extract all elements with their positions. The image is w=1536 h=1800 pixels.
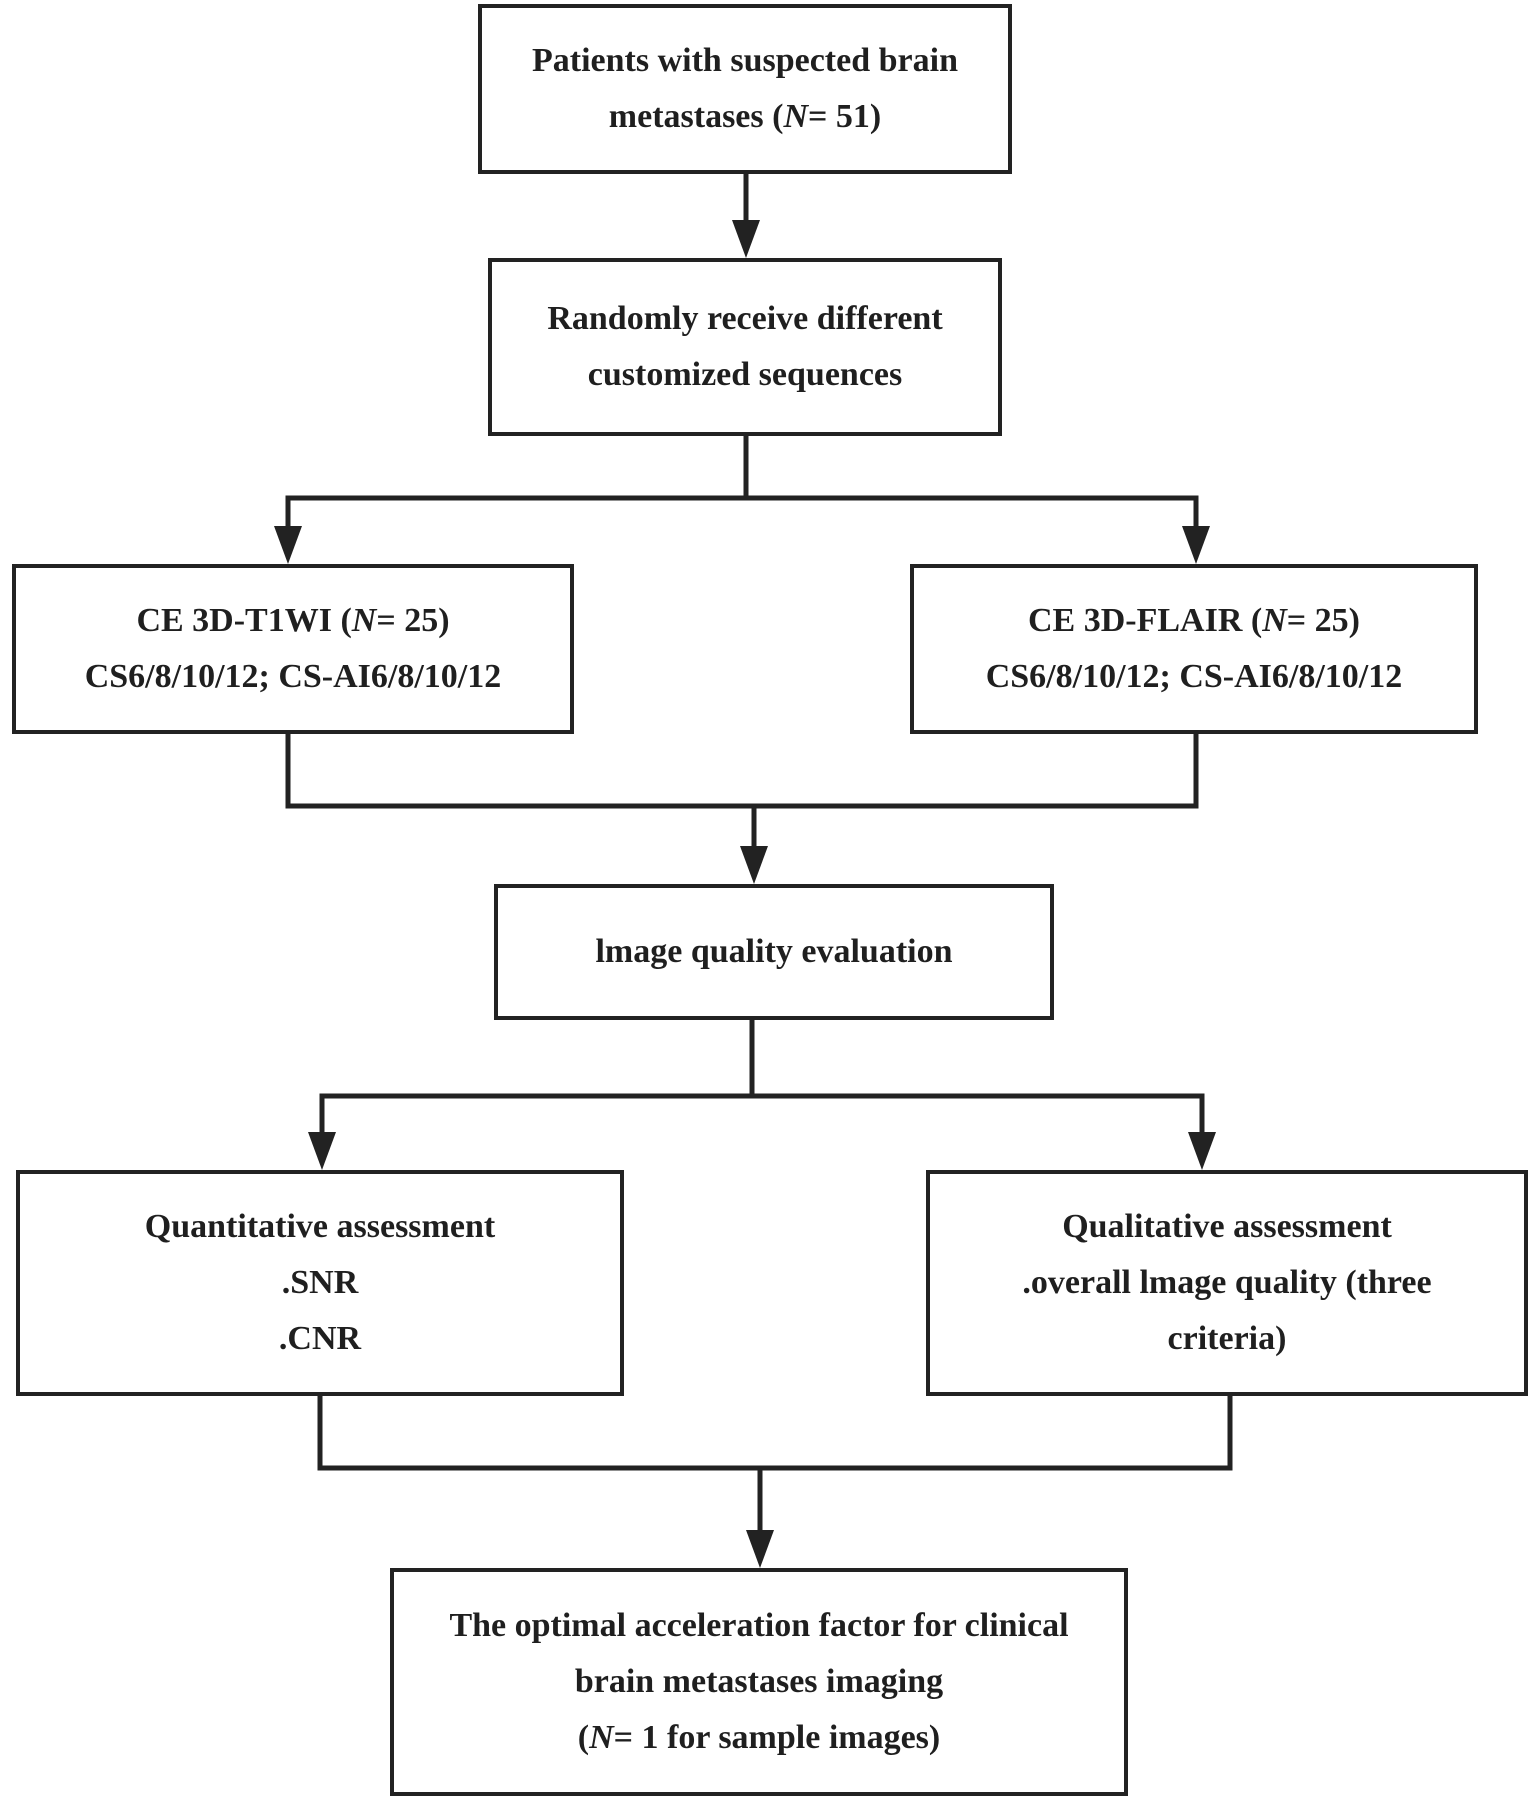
- arrowhead-qual: [1188, 1132, 1216, 1170]
- node-flair-line2: CS6/8/10/12; CS-AI6/8/10/12: [985, 658, 1403, 695]
- text-fragment: = 51): [808, 98, 882, 135]
- node-optimal-acceleration-factor: The optimal acceleration factor for clin…: [390, 1568, 1128, 1796]
- node-flair-line1: CE 3D-FLAIR (N= 25): [1028, 593, 1360, 649]
- text-fragment: = 1 for sample images): [613, 1719, 941, 1756]
- node-optimal-line1: The optimal acceleration factor for clin…: [449, 1607, 1069, 1644]
- edge-split-t1wi-flair: [285, 495, 1199, 532]
- node-qual-line2: .overall lmage quality (three: [1022, 1264, 1432, 1301]
- node-flair: CE 3D-FLAIR (N= 25) CS6/8/10/12; CS-AI6/…: [910, 564, 1478, 734]
- text-fragment: = 25): [1286, 602, 1360, 639]
- edge-merge-t1wi-flair: [285, 734, 1199, 809]
- text-fragment: CE 3D-T1WI (: [136, 602, 352, 639]
- text-fragment: CE 3D-FLAIR (: [1028, 602, 1263, 639]
- node-image-quality-evaluation: lmage quality evaluation: [494, 884, 1054, 1020]
- node-quant-line2: .SNR: [281, 1264, 359, 1301]
- edge-split-quant-qual: [319, 1093, 1205, 1138]
- edge-merge-quant-qual: [317, 1396, 1233, 1471]
- node-random-line1: Randomly receive different: [547, 300, 943, 337]
- node-random-line2: customized sequences: [587, 356, 903, 393]
- node-quant-line3: .CNR: [278, 1320, 362, 1357]
- italic-n: N: [589, 1719, 614, 1756]
- arrowhead-optimal: [746, 1530, 774, 1568]
- text-fragment: = 25): [376, 602, 450, 639]
- italic-n: N: [1262, 602, 1287, 639]
- arrowhead-t1wi: [274, 526, 302, 564]
- node-patients-line2: metastases (N= 51): [609, 89, 881, 145]
- node-optimal-line3: (N= 1 for sample images): [578, 1710, 940, 1766]
- node-qual-line3: criteria): [1167, 1320, 1287, 1357]
- italic-n: N: [351, 602, 377, 639]
- text-fragment: (: [577, 1719, 590, 1756]
- node-quant-line1: Quantitative assessment: [144, 1208, 496, 1245]
- text-fragment: metastases (: [608, 98, 784, 135]
- node-t1wi-line1: CE 3D-T1WI (N= 25): [136, 593, 449, 649]
- node-t1wi: CE 3D-T1WI (N= 25) CS6/8/10/12; CS-AI6/8…: [12, 564, 574, 734]
- italic-n: N: [783, 98, 809, 135]
- node-patients-line1: Patients with suspected brain: [532, 42, 958, 79]
- node-quantitative-assessment: Quantitative assessment .SNR .CNR: [16, 1170, 624, 1396]
- node-optimal-line2: brain metastases imaging: [574, 1663, 944, 1700]
- arrowhead-iqe: [740, 846, 768, 884]
- arrowhead-random: [732, 220, 760, 258]
- node-random: Randomly receive different customized se…: [488, 258, 1002, 436]
- arrowhead-flair: [1182, 526, 1210, 564]
- node-qualitative-assessment: Qualitative assessment .overall lmage qu…: [926, 1170, 1528, 1396]
- node-qual-line1: Qualitative assessment: [1062, 1208, 1392, 1245]
- node-t1wi-line2: CS6/8/10/12; CS-AI6/8/10/12: [84, 658, 502, 695]
- node-iqe-line1: lmage quality evaluation: [595, 933, 953, 970]
- node-patients: Patients with suspected brain metastases…: [478, 4, 1012, 174]
- arrowhead-quant: [308, 1132, 336, 1170]
